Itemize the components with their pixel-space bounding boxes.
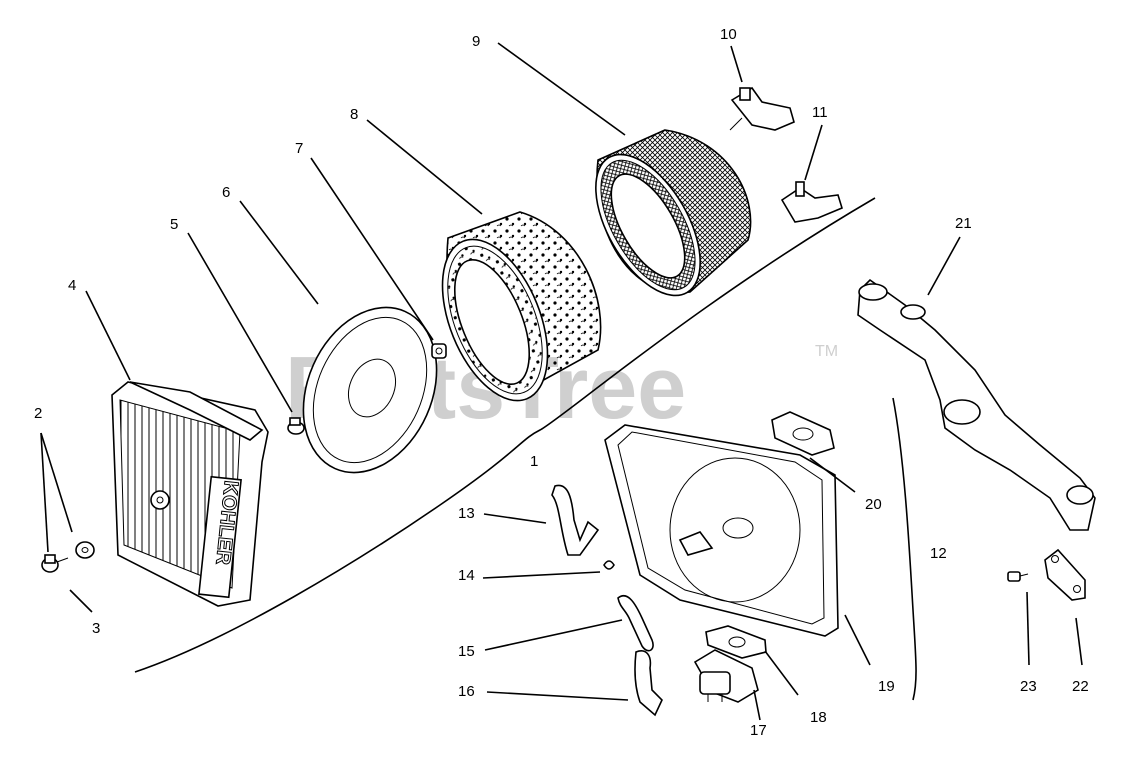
- callout-6: 6: [222, 184, 230, 201]
- part-15-hose: [617, 595, 654, 652]
- callout-labels: 1 2 3 4 5 6 7 8 9 10 11 12 13 14 15 16 1…: [34, 26, 1089, 739]
- callout-5: 5: [170, 216, 178, 233]
- part-2-wing-nut: [41, 554, 69, 573]
- part-19-base-plate: [604, 424, 839, 637]
- callout-17: 17: [750, 722, 767, 739]
- callout-4: 4: [68, 277, 76, 294]
- callout-9: 9: [472, 33, 480, 50]
- part-21-intake-manifold: [857, 278, 1096, 531]
- part-6-cover-plate: [302, 306, 438, 474]
- part-5-nut: [287, 417, 305, 435]
- callout-13: 13: [458, 505, 475, 522]
- callout-1: 1: [530, 453, 538, 470]
- callout-3: 3: [92, 620, 100, 637]
- callout-21: 21: [955, 215, 972, 232]
- part-10-bracket: [729, 86, 795, 131]
- callout-12: 12: [930, 545, 947, 562]
- callout-16: 16: [458, 683, 475, 700]
- part-9-filter-element: [595, 129, 752, 297]
- callout-22: 22: [1072, 678, 1089, 695]
- callout-23: 23: [1020, 678, 1037, 695]
- callout-18: 18: [810, 709, 827, 726]
- part-23-screw: [1007, 571, 1029, 582]
- part-8-precleaner: [441, 211, 602, 402]
- part-20-gasket: [771, 411, 835, 456]
- part-4-air-cleaner-cover: KOHLER: [111, 381, 269, 607]
- part-14-clamp: [603, 560, 615, 570]
- watermark-trademark: TM: [815, 343, 838, 360]
- callout-14: 14: [458, 567, 475, 584]
- group-bracket-12: [892, 397, 917, 701]
- callout-8: 8: [350, 106, 358, 123]
- callout-11: 11: [812, 104, 828, 121]
- part-13-breather-tube: [551, 484, 600, 556]
- callout-10: 10: [720, 26, 737, 43]
- part-16-hose: [634, 650, 663, 717]
- part-11-bracket: [780, 181, 843, 223]
- part-22-gasket: [1044, 548, 1086, 601]
- callout-20: 20: [865, 496, 882, 513]
- section-divider-curve: [134, 197, 876, 673]
- callout-19: 19: [878, 678, 895, 695]
- part-17-breather: [693, 649, 759, 703]
- callout-7: 7: [295, 140, 303, 157]
- part-3-washer: [75, 541, 95, 559]
- leader-lines: [40, 42, 1083, 721]
- part-7-nut: [431, 343, 447, 359]
- callout-2: 2: [34, 405, 42, 422]
- callout-15: 15: [458, 643, 475, 660]
